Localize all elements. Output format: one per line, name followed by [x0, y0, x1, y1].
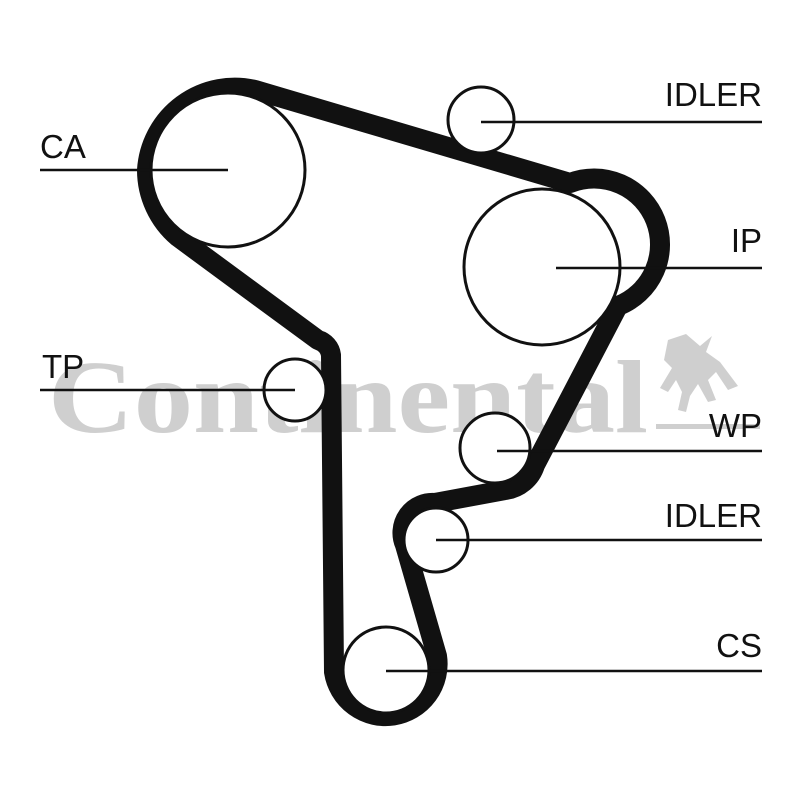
label-ca: CA — [40, 128, 86, 165]
label-ip: IP — [731, 222, 762, 259]
idler-pulley-top — [446, 85, 516, 155]
water-pump-pulley — [458, 411, 532, 485]
belt-path — [137, 77, 671, 727]
timing-belt — [137, 77, 671, 727]
continental-watermark-logo: Continental — [48, 334, 760, 455]
label-idler-top: IDLER — [665, 76, 762, 113]
label-wp: WP — [709, 407, 762, 444]
labels: CA IDLER IP TP WP IDLER CS — [40, 76, 762, 664]
leader-lines — [40, 120, 762, 673]
label-tp: TP — [42, 348, 84, 385]
label-idler-bottom: IDLER — [665, 497, 762, 534]
label-cs: CS — [716, 627, 762, 664]
horse-logo-icon — [656, 334, 760, 429]
